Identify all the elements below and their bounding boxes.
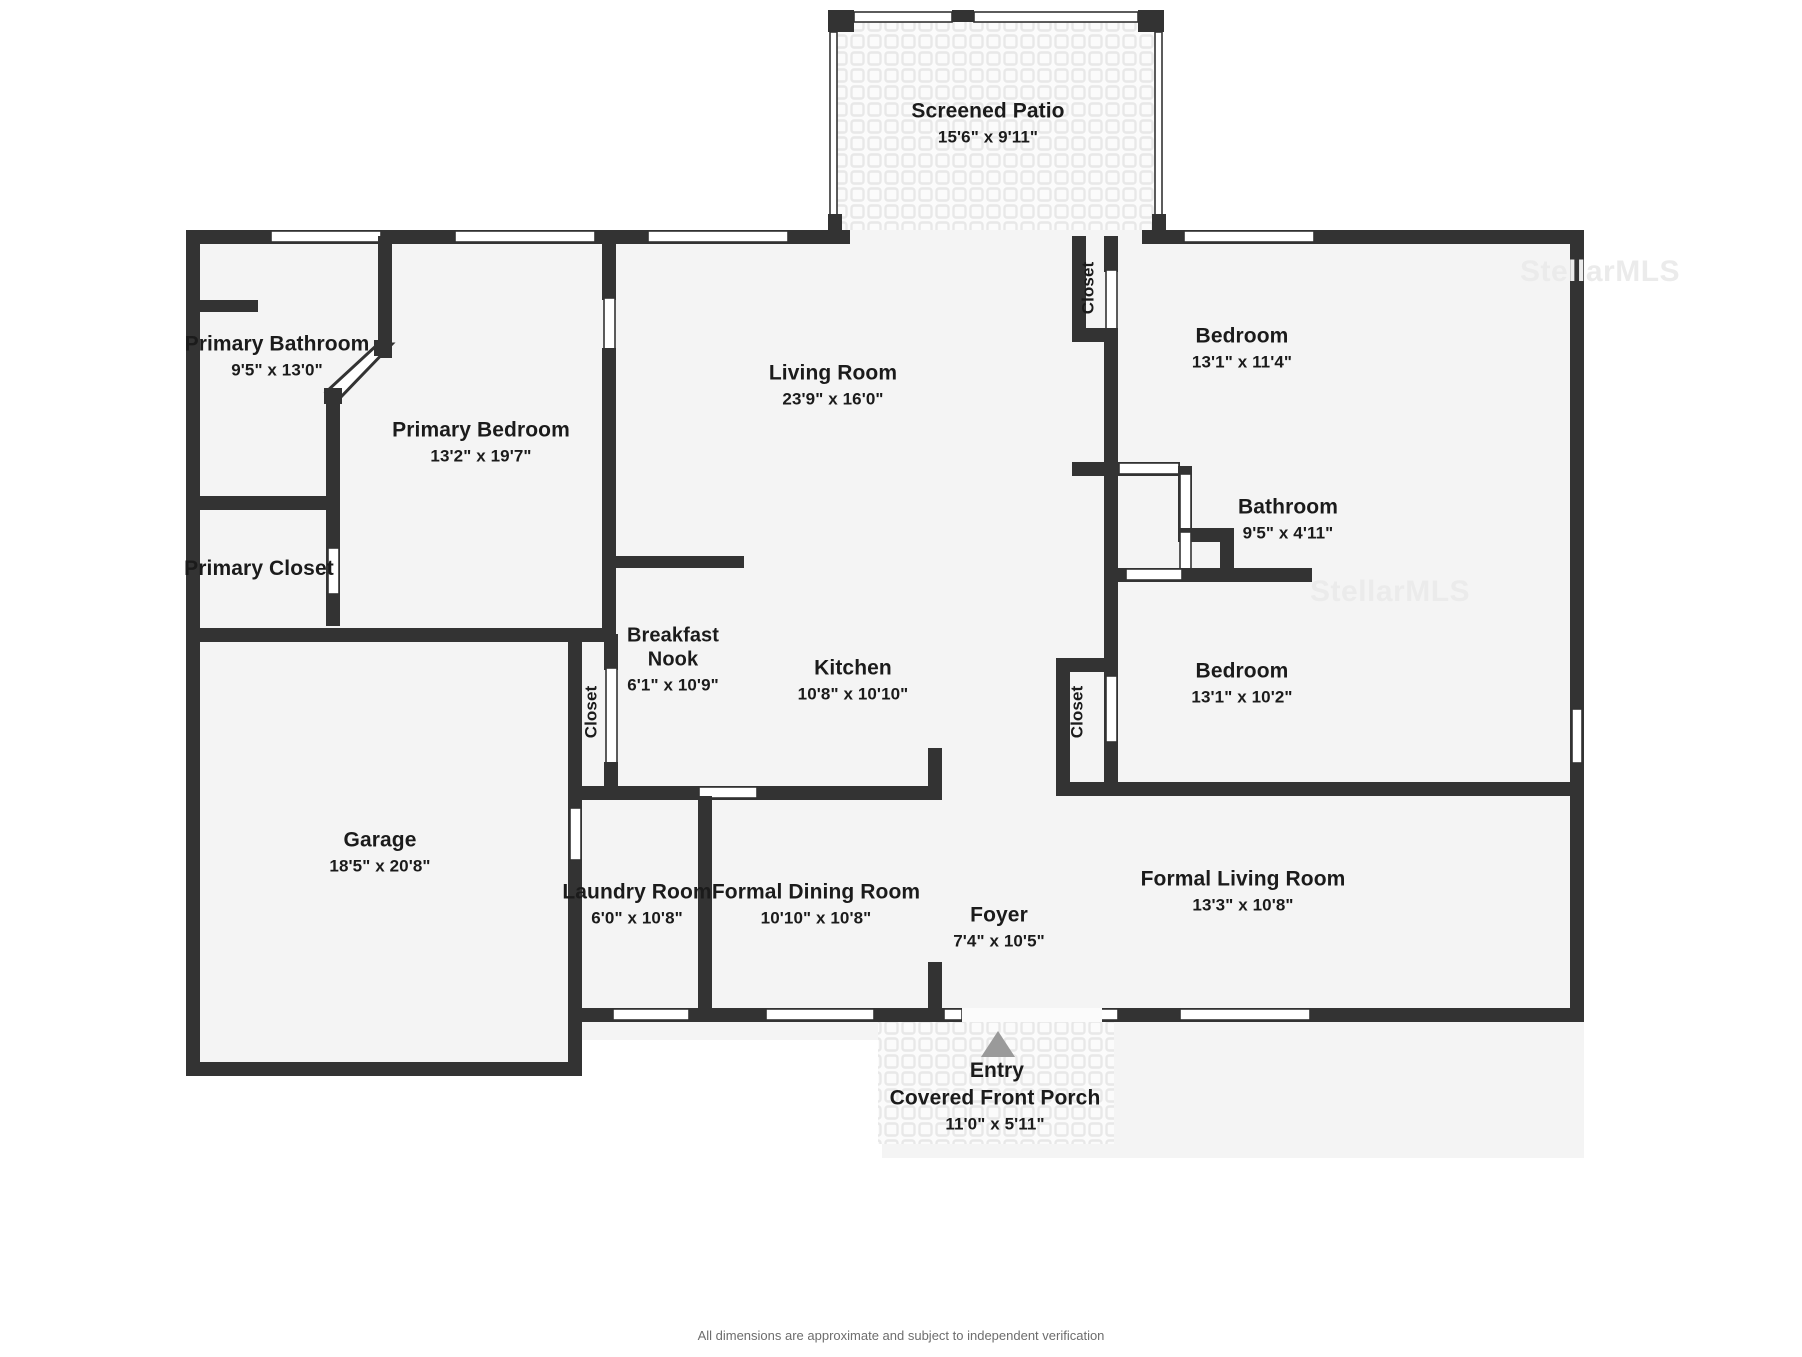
window-primary-bed-top [454,230,596,243]
screened-patio-area [832,14,1160,230]
window-living-top [647,230,789,243]
wall-nook-closet-left [568,634,582,796]
wall-ext-left [186,230,200,1076]
wall-foyer-left-stub [928,962,942,1012]
window-dining-bottom [765,1008,875,1021]
wall-closet2-top [1056,658,1108,672]
wall-kitchen-bottom [618,786,938,800]
triangle-up-icon [981,1031,1015,1057]
wall-primary-bed-right-lower [602,348,616,638]
door-garage-laundry [569,807,582,861]
wall-primary-bed-right-upper [602,236,616,300]
wall-primary-bath-right-lower [326,398,340,498]
room-fills [186,230,1584,1164]
wall-primary-bed-bottom [326,628,616,642]
door-bedroom1 [1118,462,1180,475]
wall-primary-closet-bottom [186,628,340,642]
wall-living-stub [616,556,744,568]
window-primary-bath-top [270,230,382,243]
wall-nook-closet-bottom [568,786,620,800]
door-closet-bedroom2 [1105,675,1118,743]
wall-bath-closet-divider [186,496,336,510]
door-nook-closet [605,667,618,765]
wall-kitchen-right-stub [928,748,942,800]
window-laundry-bottom [612,1008,690,1021]
wall-bathroom-nook-right [1220,528,1234,580]
wall-garage-bottom [186,1062,582,1076]
wall-bath-stub [186,300,258,312]
wall-patio-nw-corner [828,10,854,32]
walls [186,10,1584,1076]
window-bedroom2-right [1571,708,1583,764]
wall-closet2-left [1056,660,1070,790]
wall-laundry-right [698,796,712,1010]
footer-disclaimer: All dimensions are approximate and subje… [697,1328,1105,1343]
door-bathroom [1179,473,1192,533]
door-closet-bedroom1 [1105,269,1118,337]
wall-bathroom-bottom-right [1192,568,1312,582]
door-kitchen-dining [698,786,758,799]
wall-closet1-right-top [1104,236,1118,272]
wall-bedroom2-bottom [1056,782,1572,796]
wall-nook-closet-right-top [604,634,618,670]
window-formal-living-bottom [1179,1008,1311,1021]
door-primary-closet [327,547,340,595]
wall-closet1-left [1072,236,1086,330]
wall-closet1-bottom [1072,328,1118,342]
wall-ext-right [1570,230,1584,1020]
wall-patio-ne-corner [1138,10,1164,32]
window-bedroom1-top [1183,230,1315,243]
wall-primary-bath-right-upper [378,236,392,358]
wall-patio-top-mullion [952,10,974,22]
door-hall [1125,568,1183,581]
door-primary-bedroom [603,297,616,351]
